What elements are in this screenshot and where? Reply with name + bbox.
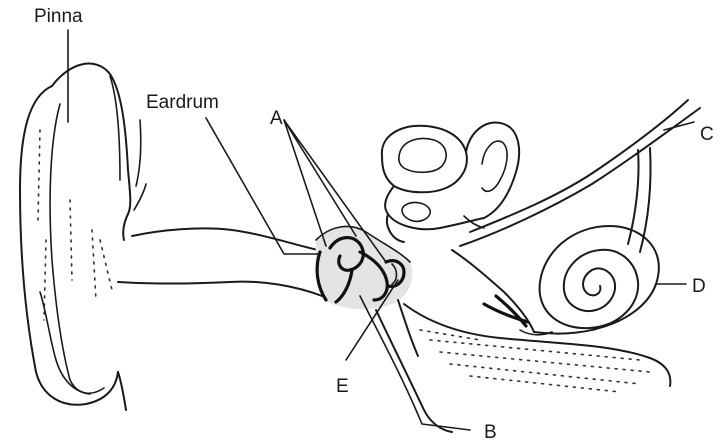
a-leader-2: [284, 120, 356, 236]
label-e: E: [336, 376, 349, 397]
label-d: D: [692, 276, 706, 297]
eustachian-tube: [376, 300, 452, 432]
pinna-label: Pinna: [34, 6, 83, 27]
temporal-bone: [404, 304, 670, 392]
ear-canal: [118, 120, 322, 296]
eardrum-label: Eardrum: [146, 92, 219, 113]
eardrum-leader: [206, 118, 318, 254]
label-c: C: [700, 124, 714, 145]
label-b: B: [484, 422, 497, 442]
label-a: A: [270, 108, 283, 129]
a-leader-1: [284, 120, 326, 246]
semicircular-canals: [382, 122, 519, 242]
pinna: [20, 64, 130, 410]
leader-lines: [68, 30, 694, 430]
b-leader: [360, 296, 470, 430]
